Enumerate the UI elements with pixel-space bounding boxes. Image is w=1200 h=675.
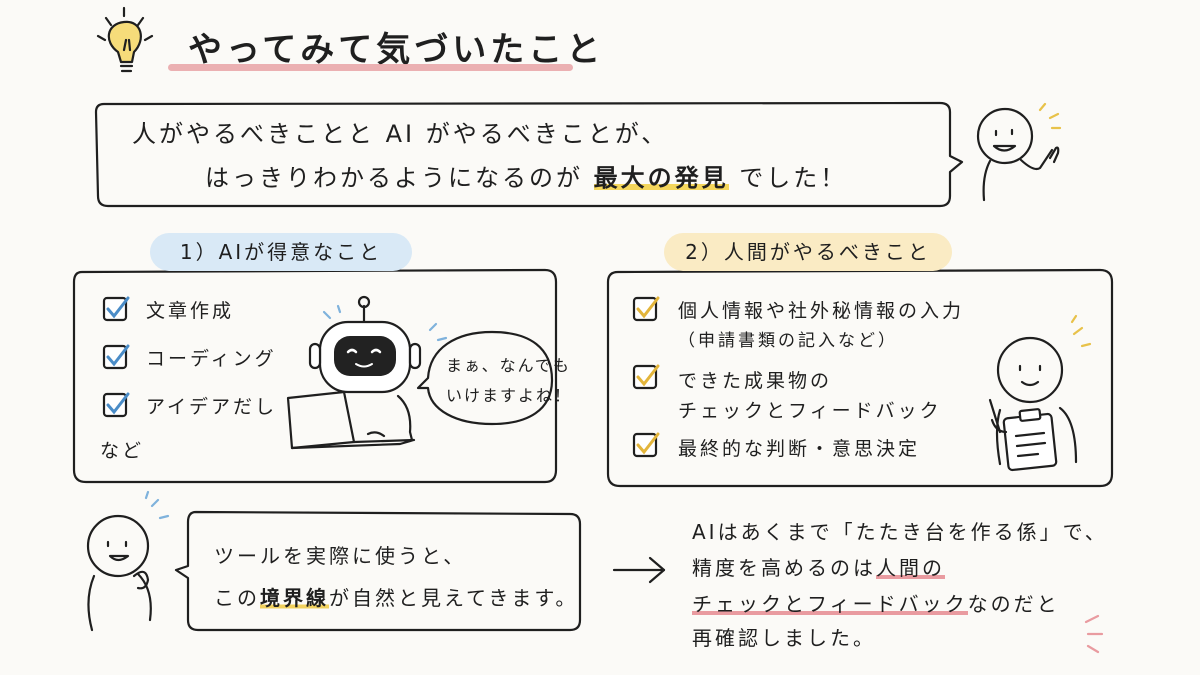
bottom-message-line1: ツールを実際に使うと、 <box>214 544 467 568</box>
human-item-line2: （申請書類の記入など） <box>678 331 898 351</box>
robot-icon <box>308 295 448 442</box>
bottom-line2-pre: この <box>214 586 260 610</box>
main-message-line2: はっきりわかるようになるのが 最大の発見 でした！ <box>205 158 847 193</box>
bottom-line2-post: が自然と見えてきます。 <box>329 586 579 610</box>
ai-section-label: 1）AIが得意なこと <box>150 233 412 271</box>
human-item-line2: チェックとフィードバック <box>678 400 942 422</box>
ai-etc: など <box>100 440 145 462</box>
person-thinking-icon <box>86 490 170 632</box>
conclusion-highlight-2: チェックとフィードバック <box>692 592 968 616</box>
robot-speech-line1: まぁ、なんでも <box>446 356 571 375</box>
laptop-icon <box>286 390 416 450</box>
title-underline <box>168 64 573 71</box>
conclusion-line3-post: なのだと <box>967 592 1060 616</box>
bottom-highlight: 境界線 <box>260 586 329 610</box>
conclusion-line4: 再確認しました。 <box>692 626 876 650</box>
human-item-line1: できた成果物の <box>678 370 833 392</box>
human-section-label: 2）人間がやるべきこと <box>664 233 952 271</box>
human-item-line1: 最終的な判断・意思決定 <box>678 438 921 460</box>
conclusion-line3: チェックとフィードバックなのだと <box>692 588 1060 617</box>
person-pointing-icon <box>976 102 1062 202</box>
robot-speech-line2: いけますよね！ <box>446 386 573 405</box>
main-message-line2-post: でした！ <box>728 164 848 192</box>
main-message-line1: 人がやるべきことと AI がやるべきことが、 <box>132 120 669 148</box>
human-box <box>606 268 1114 488</box>
main-message-highlight: 最大の発見 <box>593 164 729 192</box>
bottom-message-line2: この境界線が自然と見えてきます。 <box>214 582 578 611</box>
human-checkboxes <box>632 296 660 458</box>
lightbulb-icon <box>96 6 154 73</box>
ai-item: 文章作成 <box>146 300 235 322</box>
page-title: やってみて気づいたこと <box>188 30 605 70</box>
arrow-right-icon <box>612 556 666 584</box>
conclusion-line2: 精度を高めるのは人間の <box>692 552 945 581</box>
ai-checkboxes <box>102 296 130 418</box>
conclusion-line2-pre: 精度を高めるのは <box>692 556 876 580</box>
bottom-speech-bubble <box>174 510 582 632</box>
conclusion-highlight-1: 人間の <box>876 556 945 580</box>
ai-item: アイデアだし <box>146 396 278 418</box>
conclusion-line1: AIはあくまで「たたき台を作る係」で、 <box>692 520 1108 544</box>
main-message-line2-pre: はっきりわかるようになるのが <box>205 164 594 192</box>
ai-item: コーディング <box>146 348 277 370</box>
ai-box <box>72 268 558 484</box>
robot-speech-bubble <box>416 330 554 426</box>
person-clipboard-icon <box>988 314 1092 472</box>
main-speech-bubble <box>94 101 964 208</box>
human-item-line1: 個人情報や社外秘情報の入力 <box>678 300 965 322</box>
